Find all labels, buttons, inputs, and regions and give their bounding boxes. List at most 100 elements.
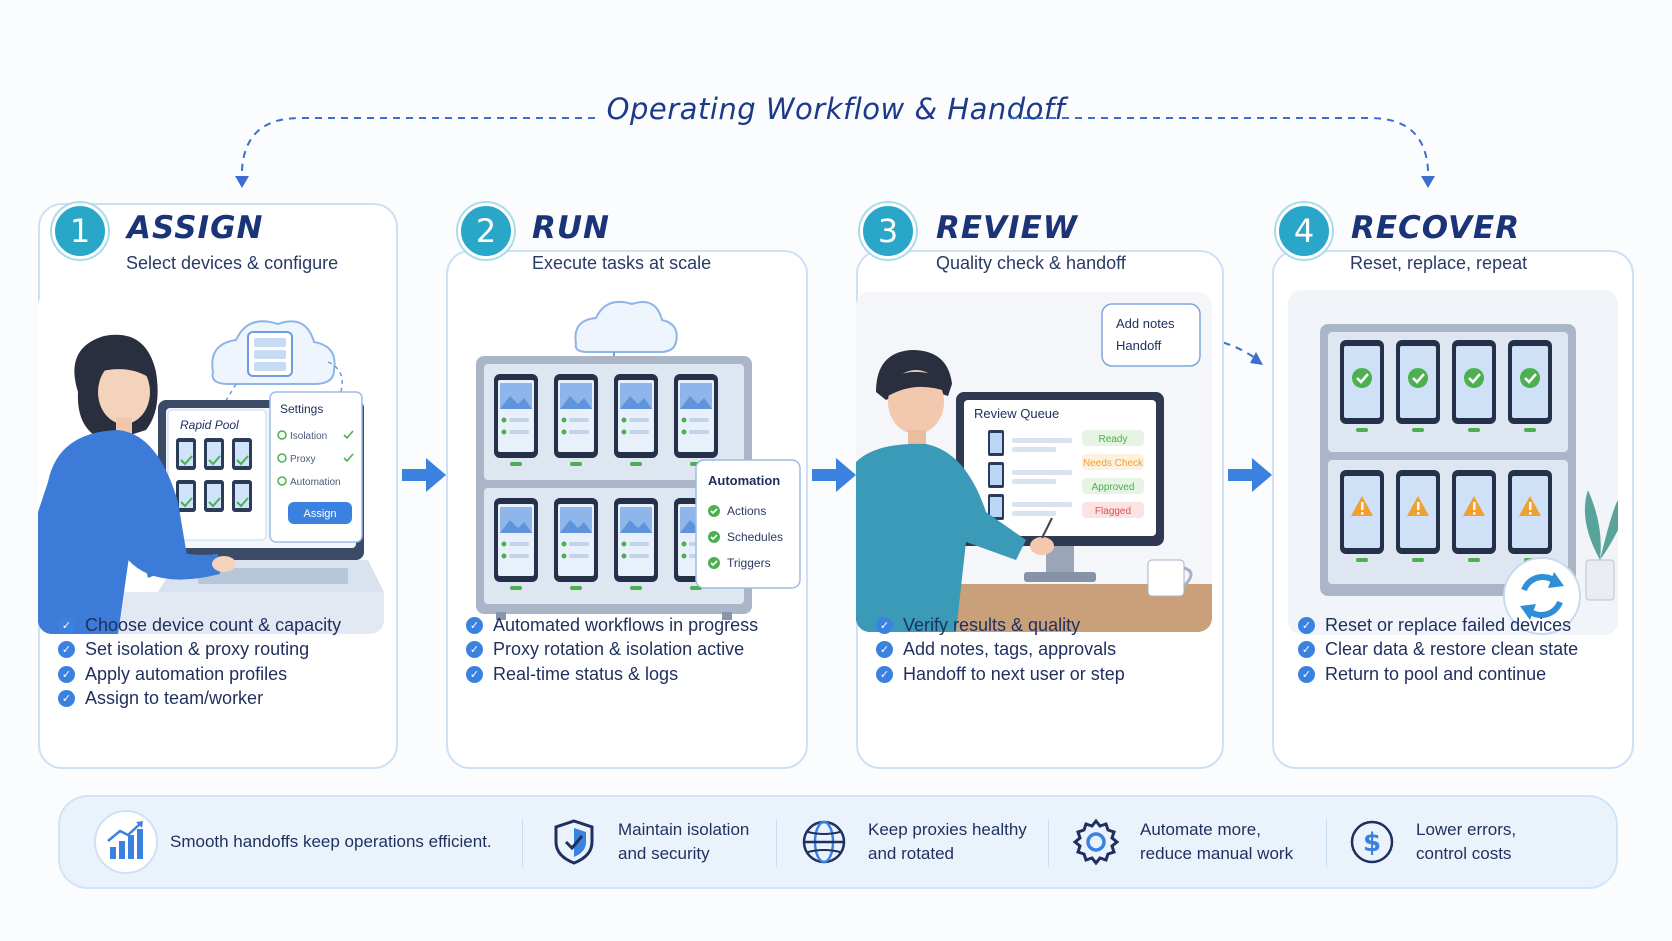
automation-panel-title: Automation [708, 473, 780, 488]
phone-device [494, 374, 538, 466]
shield-icon [540, 808, 608, 876]
check-icon: ✓ [876, 616, 893, 634]
step-subtitle: Reset, replace, repeat [1350, 253, 1528, 273]
assign-illustration: Rapid Pool Settings Isolation Proxy Auto… [38, 292, 384, 634]
run-illustration: Automation Actions Schedules Triggers [466, 292, 802, 622]
bullet-item: ✓Proxy rotation & isolation active [466, 638, 758, 663]
bullet-item: ✓Set isolation & proxy routing [58, 638, 341, 663]
step-title: RUN [532, 210, 610, 246]
review-queue-title: Review Queue [974, 406, 1059, 421]
step-number-badge: 3 [860, 203, 916, 259]
bullet-item: ✓Handoff to next user or step [876, 662, 1125, 687]
automation-item: Actions [727, 504, 766, 518]
arrow-right-icon [1228, 458, 1272, 492]
footer-benefits-bar: Smooth handoffs keep operations efficien… [58, 795, 1618, 889]
phone-device [1396, 340, 1440, 432]
option-proxy: Proxy [290, 454, 316, 465]
gear-icon [1062, 808, 1130, 876]
note-line-1: Add notes [1116, 316, 1175, 331]
step-number-badge: 4 [1276, 203, 1332, 259]
footer-text: Automate more,reduce manual work [1140, 820, 1294, 863]
automation-item: Schedules [727, 530, 783, 544]
check-icon: ✓ [1298, 665, 1315, 683]
bullet-item: ✓Clear data & restore clean state [1298, 638, 1578, 663]
step-subtitle: Quality check & handoff [936, 253, 1126, 273]
arrow-right-icon [402, 458, 446, 492]
divider [1326, 819, 1327, 867]
footer-text: Smooth handoffs keep operations efficien… [170, 832, 492, 852]
step-number-badge: 2 [458, 203, 514, 259]
divider [1048, 819, 1049, 867]
recover-illustration [1288, 290, 1618, 635]
bullet-item: ✓Apply automation profiles [58, 662, 341, 687]
status-tag-approved: Approved [1092, 482, 1135, 493]
bullet-item: ✓Automated workflows in progress [466, 613, 758, 638]
phone-device [1508, 340, 1552, 432]
footer-item: $ Lower errors,control costs [1338, 797, 1516, 887]
cloud-icon [574, 300, 678, 353]
status-tag-flagged: Flagged [1095, 506, 1131, 517]
check-icon: ✓ [58, 690, 75, 708]
phone-device [614, 374, 658, 466]
phone-device [1396, 470, 1440, 562]
check-icon: ✓ [876, 641, 893, 659]
check-icon: ✓ [1298, 616, 1315, 634]
footer-text: Lower errors,control costs [1416, 820, 1517, 863]
footer-item: Automate more,reduce manual work [1062, 797, 1293, 887]
bullet-item: ✓Reset or replace failed devices [1298, 613, 1578, 638]
pool-panel-title: Rapid Pool [180, 418, 239, 432]
review-bullet-list: ✓Verify results & quality ✓Add notes, ta… [876, 613, 1125, 687]
bullet-item: ✓Choose device count & capacity [58, 613, 341, 638]
globe-icon [790, 808, 858, 876]
option-automation: Automation [290, 477, 341, 488]
step-title: ASSIGN [127, 210, 264, 246]
bullet-item: ✓Add notes, tags, approvals [876, 638, 1125, 663]
svg-text:$: $ [1363, 828, 1381, 858]
review-illustration: Add notes Handoff Review Queue Ready Nee… [856, 292, 1212, 632]
arrow-right-icon [812, 458, 856, 492]
check-icon: ✓ [466, 616, 483, 634]
step-subtitle: Select devices & configure [126, 253, 339, 273]
status-tag-needs-check: Needs Check [1083, 458, 1144, 469]
footer-item: Smooth handoffs keep operations efficien… [92, 797, 492, 887]
step-subtitle: Execute tasks at scale [532, 253, 712, 273]
check-icon: ✓ [1298, 641, 1315, 659]
cloud-icon [211, 320, 336, 385]
phone-device [554, 498, 598, 590]
phone-device [674, 374, 718, 466]
bullet-item: ✓Return to pool and continue [1298, 662, 1578, 687]
phone-device [1452, 340, 1496, 432]
bullet-item: ✓Verify results & quality [876, 613, 1125, 638]
status-tag-ready: Ready [1099, 434, 1128, 445]
divider [776, 819, 777, 867]
dollar-icon: $ [1338, 808, 1406, 876]
phone-device [1508, 470, 1552, 562]
step-title: REVIEW [936, 210, 1078, 246]
run-bullet-list: ✓Automated workflows in progress ✓Proxy … [466, 613, 758, 687]
phone-device [614, 498, 658, 590]
phone-device [1340, 470, 1384, 562]
check-icon: ✓ [876, 665, 893, 683]
refresh-icon [1503, 557, 1581, 635]
option-isolation: Isolation [290, 431, 327, 442]
note-line-2: Handoff [1116, 338, 1162, 353]
settings-panel-title: Settings [280, 402, 323, 416]
step-title: RECOVER [1351, 210, 1521, 246]
bullet-item: ✓Assign to team/worker [58, 687, 341, 712]
bullet-item: ✓Real-time status & logs [466, 662, 758, 687]
check-icon: ✓ [58, 641, 75, 659]
divider [522, 819, 523, 867]
recover-bullet-list: ✓Reset or replace failed devices ✓Clear … [1298, 613, 1578, 687]
bar-chart-icon [92, 808, 160, 876]
phone-device [494, 498, 538, 590]
phone-device [1452, 470, 1496, 562]
check-icon: ✓ [58, 616, 75, 634]
diagram-title: Operating Workflow & Handoff [0, 92, 1672, 126]
check-icon: ✓ [58, 665, 75, 683]
check-icon: ✓ [466, 665, 483, 683]
phone-device [1340, 340, 1384, 432]
phone-device [554, 374, 598, 466]
